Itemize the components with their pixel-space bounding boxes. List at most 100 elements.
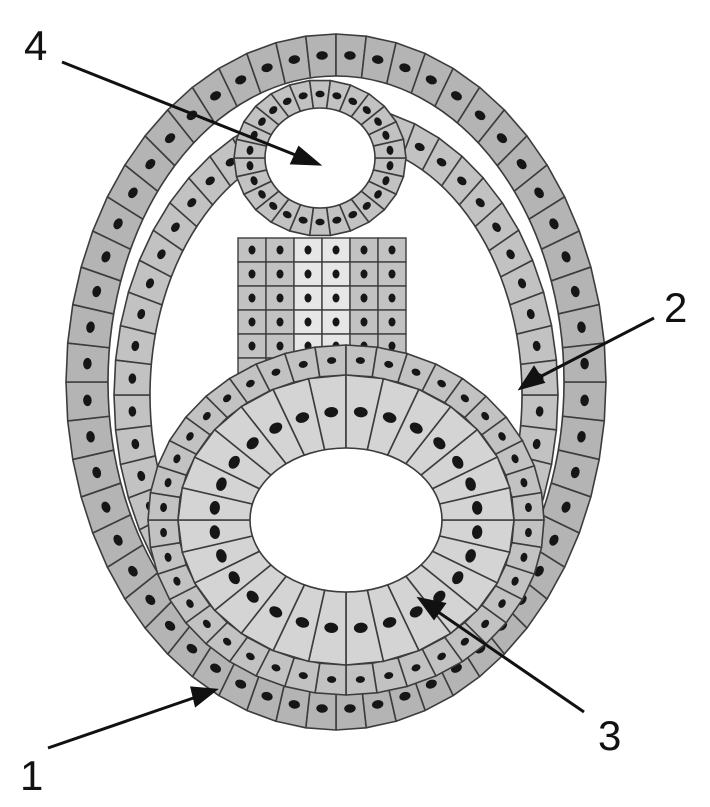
arrowhead-2 <box>517 365 546 391</box>
lower-vesicle-outer-wall-nucleus <box>520 552 528 562</box>
outer-layer-nucleus <box>570 466 580 479</box>
lower-vesicle-wall-nucleus <box>228 571 240 585</box>
outer-layer-nucleus <box>128 187 138 199</box>
lower-vesicle-outer-wall-nucleus <box>186 432 194 441</box>
lower-vesicle-outer-wall-nucleus <box>246 652 255 661</box>
outer-layer-nucleus <box>570 285 580 298</box>
outer-layer-nucleus <box>145 158 156 170</box>
top-vesicle-wall-nucleus <box>282 210 292 219</box>
outer-layer-nucleus <box>561 501 571 513</box>
outer-layer-nucleus <box>549 534 559 546</box>
inner-layer-nucleus <box>526 309 535 320</box>
lower-vesicle-wall-nucleus <box>246 590 259 603</box>
lower-vesicle-wall-nucleus <box>409 422 423 434</box>
central-column-nucleus <box>388 341 396 351</box>
outer-layer-nucleus <box>210 663 221 673</box>
outer-layer-nucleus <box>186 643 198 654</box>
lower-vesicle-wall-nucleus <box>228 455 240 469</box>
inner-layer-nucleus <box>205 176 215 186</box>
lower-vesicle-outer-wall-nucleus <box>384 360 394 368</box>
central-column-nucleus <box>304 245 312 255</box>
central-column-nucleus <box>388 269 396 279</box>
inner-layer-nucleus <box>131 438 140 450</box>
label-4: 4 <box>24 22 47 69</box>
cell-layers <box>65 33 607 731</box>
top-vesicle-wall-nucleus <box>258 117 266 126</box>
central-column-nucleus <box>332 317 340 327</box>
inner-layer-nucleus <box>475 198 485 208</box>
top-vesicle-wall-nucleus <box>362 106 371 115</box>
lower-vesicle-outer-wall-nucleus <box>186 599 194 608</box>
lower-vesicle-wall-nucleus <box>324 407 339 418</box>
lower-vesicle-wall-nucleus <box>353 407 368 418</box>
central-column-nucleus <box>332 269 340 279</box>
lower-vesicle-outer-wall-nucleus <box>411 664 421 672</box>
top-vesicle-wall-nucleus <box>386 161 394 171</box>
outer-layer-nucleus <box>316 704 328 713</box>
central-column-nucleus <box>388 293 396 303</box>
arrowhead-1 <box>190 686 219 708</box>
arrow-2 <box>529 316 655 384</box>
lower-vesicle-outer-wall-nucleus <box>411 368 421 376</box>
outer-layer-nucleus <box>580 357 589 370</box>
outer-layer-nucleus <box>92 466 102 479</box>
lower-vesicle-wall-nucleus <box>209 525 220 540</box>
central-column-nucleus <box>388 245 396 255</box>
top-vesicle-wall-nucleus <box>332 92 342 100</box>
inner-layer-nucleus <box>414 142 425 152</box>
arrowhead-3 <box>416 596 447 621</box>
inner-layer-nucleus <box>225 157 236 167</box>
lower-vesicle-wall-nucleus <box>353 622 368 633</box>
lower-vesicle-wall-nucleus <box>465 549 476 563</box>
lower-vesicle-outer-wall <box>147 344 545 696</box>
lower-vesicle-outer-wall-nucleus <box>298 672 308 680</box>
arrow-3 <box>427 603 585 714</box>
central-column-nucleus <box>360 317 368 327</box>
outer-layer-nucleus <box>128 565 138 577</box>
label-1: 1 <box>20 752 43 799</box>
inner-layer-nucleus <box>506 249 515 260</box>
outer-layer-nucleus <box>86 431 95 443</box>
outer-layer-nucleus <box>399 691 411 701</box>
outer-layer-nucleus <box>516 158 527 170</box>
outer-layer-nucleus <box>83 357 92 370</box>
central-column-nucleus <box>304 269 312 279</box>
lower-vesicle-outer-wall-nucleus <box>271 368 281 376</box>
central-column-nucleus <box>276 269 284 279</box>
outer-layer-nucleus <box>399 63 411 73</box>
top-vesicle-wall-nucleus <box>298 216 308 224</box>
outer-layer-nucleus <box>261 63 273 73</box>
inner-layer-nucleus <box>137 470 146 481</box>
lower-vesicle-outer-wall-nucleus <box>202 619 211 629</box>
inner-layer-nucleus <box>131 340 140 352</box>
lower-vesicle-outer-wall-nucleus <box>481 411 490 421</box>
central-column-nucleus <box>276 293 284 303</box>
lower-vesicle-wall-nucleus <box>472 500 483 515</box>
lower-vesicle-outer-wall-nucleus <box>173 576 181 586</box>
outer-layer-nucleus <box>261 691 273 701</box>
inner-layer-nucleus <box>532 438 541 450</box>
outer-layer-nucleus <box>113 218 123 230</box>
label-3: 3 <box>598 712 621 759</box>
top-vesicle-wall-nucleus <box>282 97 292 106</box>
lower-vesicle-outer-wall-nucleus <box>384 672 394 680</box>
central-column-nucleus <box>248 293 256 303</box>
outer-layer-nucleus <box>451 91 462 101</box>
top-vesicle-wall-nucleus <box>374 117 382 126</box>
top-vesicle-wall-nucleus <box>258 190 266 199</box>
outer-layer-nucleus <box>561 251 571 263</box>
lower-vesicle-outer-wall-nucleus <box>298 360 308 368</box>
lower-vesicle-outer-wall-nucleus <box>160 502 167 513</box>
lower-vesicle-outer-wall-nucleus <box>355 357 365 364</box>
central-column-nucleus <box>276 245 284 255</box>
lower-vesicle-outer-wall-nucleus <box>460 394 469 403</box>
outer-layer-nucleus <box>534 187 544 199</box>
outer-layer-nucleus <box>145 594 156 606</box>
outer-layer-nucleus <box>549 218 559 230</box>
lower-vesicle-outer-wall-nucleus <box>481 619 490 629</box>
outer-layer-nucleus <box>210 91 221 101</box>
lower-vesicle-wall-nucleus <box>452 571 464 585</box>
central-column-nucleus <box>360 245 368 255</box>
lower-vesicle-lumen <box>249 447 443 593</box>
outer-layer-nucleus <box>83 394 92 407</box>
